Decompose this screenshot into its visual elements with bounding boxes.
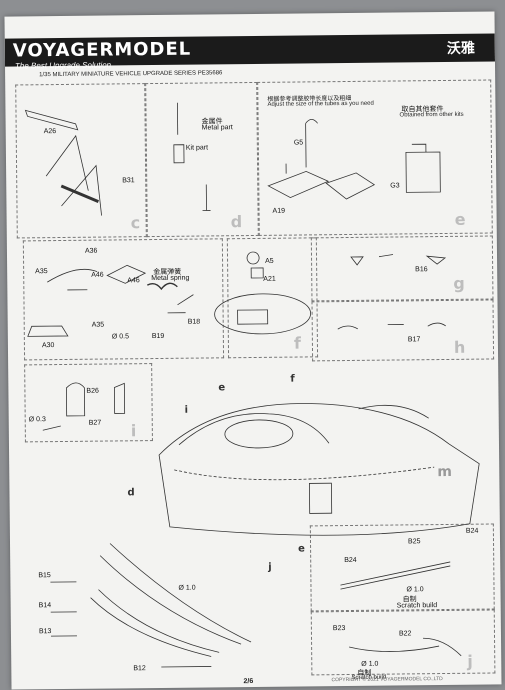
callout-e: e [218,382,226,394]
label-a21: A21 [263,275,276,283]
label-b26: B26 [86,387,99,395]
label-b18: B18 [187,318,201,326]
note-tube-size: Adjust the size of the tubes as you need [267,100,374,108]
line-art [24,102,480,668]
label-dia-10-left: Ø 1.0 [178,584,196,592]
page-number: 2/6 [243,678,254,686]
label-b22: B22 [398,630,412,638]
label-b17: B17 [407,336,421,344]
label-b24: B24 [344,556,357,565]
footer-copyright: COPYRIGHT © 2021 VOYAGERMODEL CO.,LTD [331,676,443,684]
label-dia-03: Ø 0.3 [28,416,46,424]
step-marker-h: h [453,337,466,357]
step-marker-e: e [454,209,466,229]
label-g5: G5 [293,139,304,147]
label-b31: B31 [122,177,135,185]
label-kit-part: Kit part [185,144,209,152]
label-a46-2: A46 [127,277,140,285]
label-scratch-1: Scratch build [396,602,438,610]
callout-e-lower: e [298,543,305,555]
callout-j: j [268,561,272,573]
instruction-sheet: VOYAGERMODEL 沃雅 The Best Upgrade Solutio… [4,11,502,690]
step-marker-i: i [130,421,137,441]
label-dia-10-right: Ø 1.0 [406,586,424,594]
label-b27: B27 [88,419,102,427]
label-a46-1: A46 [91,271,104,279]
step-marker-f: f [293,333,301,353]
label-a30: A30 [41,342,55,350]
label-a35-top: A35 [35,268,48,276]
callout-i: i [184,404,189,416]
label-b23: B23 [332,625,346,633]
step-marker-d: d [230,212,243,232]
label-b14: B14 [38,602,52,610]
callout-d: d [127,487,135,499]
label-metal-part: Metal part [201,124,233,132]
label-dia-05: Ø 0.5 [111,333,130,341]
step-marker-g: g [453,273,465,293]
label-b24-top: B24 [465,527,479,535]
callout-f: f [290,373,295,385]
label-a35-bottom: A35 [91,321,105,329]
label-b15: B15 [38,572,51,580]
label-metal-spring: Metal spring [151,274,190,283]
label-b16: B16 [415,266,428,274]
label-b25: B25 [407,538,421,546]
step-marker-m: m [437,463,452,481]
step-marker-j: j [467,651,473,671]
label-obtained: Obtained from other kits [399,111,464,119]
label-a26: A26 [43,128,57,136]
label-b19: B19 [151,332,165,341]
label-g3: G3 [390,182,400,190]
label-a19: A19 [272,207,286,215]
label-b12: B12 [133,665,146,673]
label-b13: B13 [38,628,52,636]
label-a36: A36 [84,247,98,255]
step-marker-c: c [130,213,141,233]
label-a5: A5 [265,257,274,265]
